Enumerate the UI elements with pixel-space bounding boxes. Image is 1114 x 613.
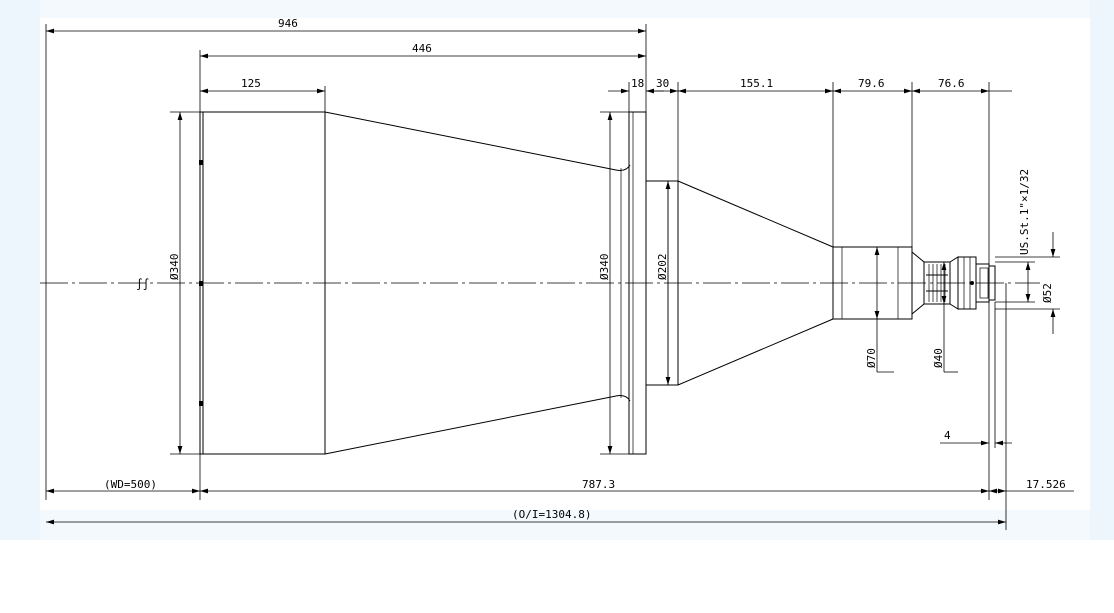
top-dimensions: 946 446 125 18 30 155.1 79.6 76.6 (45, 17, 1012, 500)
dim-76-6: 76.6 (938, 77, 965, 90)
dim-946: 946 (278, 17, 298, 30)
dim-18: 18 (631, 77, 644, 90)
frame-margin-right (1090, 0, 1114, 540)
dim-446: 446 (412, 42, 432, 55)
frame-margin-bottom (40, 510, 1090, 540)
dim-lens-length: 787.3 (582, 478, 615, 491)
dim-working-distance: (WD=500) (104, 478, 157, 491)
diameter-dimensions: Ø340 Ø340 Ø202 Ø70 Ø40 Ø52 US.St.1"×1/32 (168, 111, 1060, 455)
rear-marker-dot (970, 281, 974, 285)
dim-flange-diameter: Ø340 (598, 254, 611, 281)
frame-margin-top (40, 0, 1090, 18)
dim-125: 125 (241, 77, 261, 90)
hood-screw-mid (199, 281, 203, 286)
dim-rear-diameter: Ø40 (932, 348, 945, 368)
mount-thread (979, 267, 989, 299)
bottom-dimensions: 4 (WD=500) 787.3 17.526 (O/I=1304.8) (46, 283, 1074, 530)
dim-collar-diameter: Ø202 (656, 254, 669, 281)
dim-front-diameter: Ø340 (168, 254, 181, 281)
barrel (832, 246, 913, 320)
focus-ring (923, 261, 951, 305)
hood-screw-bottom (199, 401, 203, 406)
main-cone-bottom (324, 395, 631, 455)
rear-cone-top (677, 180, 834, 248)
dim-155-1: 155.1 (740, 77, 773, 90)
mount-flange (988, 265, 996, 301)
dim-79-6: 79.6 (858, 77, 885, 90)
collar (645, 180, 679, 386)
hood-screw-top (199, 160, 203, 165)
dim-flange-back: 4 (944, 429, 951, 442)
dim-mount-diameter: Ø52 (1041, 283, 1054, 303)
frame-margin-left (0, 0, 40, 540)
rear-cone-bottom (677, 318, 834, 386)
main-cone-top (324, 111, 631, 171)
dim-barrel-diameter: Ø70 (865, 348, 878, 368)
break-mark: ∫∫ (136, 278, 150, 291)
focus-ring-knurl (926, 264, 948, 302)
dim-back-focal: 17.526 (1026, 478, 1066, 491)
dim-object-to-image: (O/I=1304.8) (512, 508, 591, 521)
dim-30: 30 (656, 77, 669, 90)
mount-thread-spec: US.St.1"×1/32 (1018, 169, 1031, 255)
